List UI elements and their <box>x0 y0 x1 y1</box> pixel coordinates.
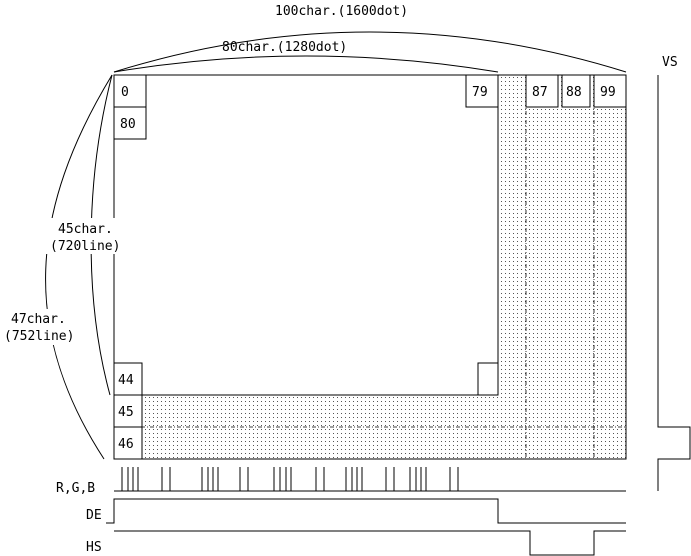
cell-44-label: 44 <box>118 373 134 388</box>
cell-46-label: 46 <box>118 437 134 452</box>
character-cells: 0 80 79 87 88 99 44 45 46 <box>113 74 627 460</box>
cell-79 <box>465 74 499 108</box>
de-label: DE <box>86 508 102 523</box>
rgb-data-ticks <box>121 467 459 491</box>
height-active-label-1: 45char. <box>58 222 113 237</box>
cell-88-label: 88 <box>566 85 582 100</box>
height-full-label-1: 47char. <box>11 312 66 327</box>
height-full-curve <box>45 74 113 460</box>
cell-99-label: 99 <box>600 85 616 100</box>
active-area-frame <box>113 74 499 396</box>
hs-waveform <box>114 530 626 556</box>
cell-80 <box>113 106 147 140</box>
cell-87 <box>525 74 559 108</box>
cell-79-label: 79 <box>472 85 488 100</box>
cell-88 <box>561 74 591 108</box>
width-full-label: 100char.(1600dot) <box>275 4 408 19</box>
cell-last-active <box>477 362 499 396</box>
height-active-label-2: (720line) <box>50 239 120 254</box>
width-active-label: 80char.(1280dot) <box>222 40 347 55</box>
cell-80-label: 80 <box>120 117 136 132</box>
cell-0-label: 0 <box>121 85 129 100</box>
width-full-arc <box>113 31 627 73</box>
width-active-arc <box>113 55 499 73</box>
cell-99 <box>593 74 627 108</box>
vs-label: VS <box>662 55 678 70</box>
hs-label: HS <box>86 540 102 555</box>
full-frame-outline <box>113 74 627 460</box>
cell-87-label: 87 <box>532 85 548 100</box>
cell-45 <box>113 394 143 428</box>
height-full-label-2: (752line) <box>4 329 74 344</box>
rgb-label: R,G,B <box>56 481 95 496</box>
cell-46 <box>113 426 143 460</box>
de-waveform <box>106 498 626 524</box>
cell-44 <box>113 362 143 396</box>
cell-45-label: 45 <box>118 405 134 420</box>
vs-waveform <box>657 75 691 491</box>
cell-0 <box>113 74 147 108</box>
